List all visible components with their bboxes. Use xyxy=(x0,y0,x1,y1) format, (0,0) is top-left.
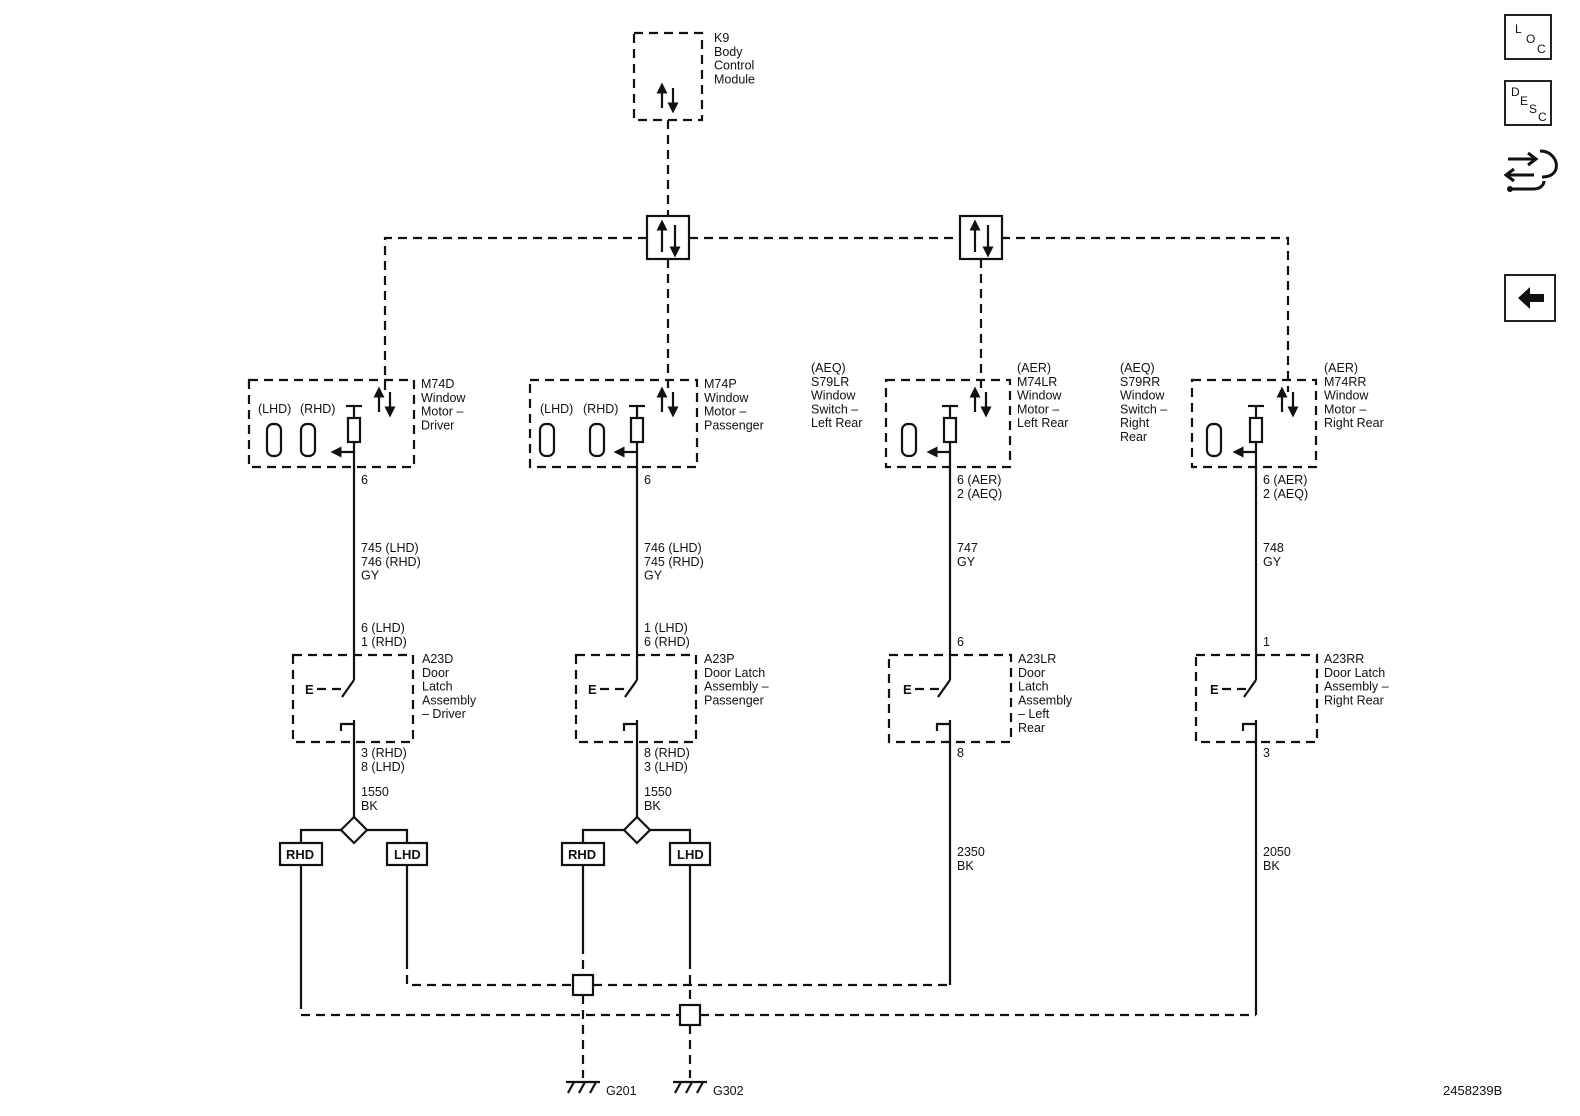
pin-label: 1 (LHD)6 (RHD) xyxy=(644,621,690,649)
pin-label: 6 (LHD)1 (RHD) xyxy=(361,621,407,649)
g201-label: G201 xyxy=(606,1084,637,1098)
svg-text:E: E xyxy=(1210,682,1219,697)
lhd-tag: (LHD) xyxy=(540,402,573,416)
rhd-tag: (RHD) xyxy=(300,402,335,416)
bidirectional-arrow-icon xyxy=(656,82,679,114)
option-splice-driver: RHD LHD xyxy=(278,815,429,867)
loc-letter-o: O xyxy=(1526,32,1536,46)
car-icon xyxy=(1205,422,1223,458)
serial-data-splice-1 xyxy=(645,214,691,261)
pin-label: 3 (RHD)8 (LHD) xyxy=(361,746,407,774)
ground-splice-g302 xyxy=(678,1003,702,1027)
option-splice-passenger: RHD LHD xyxy=(560,815,712,867)
lhd-option-box: LHD xyxy=(677,847,704,862)
car-icon xyxy=(299,422,317,458)
lhd-tag: (LHD) xyxy=(258,402,291,416)
back-button[interactable] xyxy=(1504,274,1556,322)
ground-splice-g201 xyxy=(571,973,595,997)
connector-view-icon[interactable] xyxy=(1503,145,1560,200)
serial-data-splice-2 xyxy=(958,214,1004,261)
pin-label: 6 (AER)2 (AEQ) xyxy=(957,473,1002,501)
desc-letter-e: E xyxy=(1520,94,1529,108)
ground-symbol-icon: G302 xyxy=(673,1080,744,1098)
loc-letter-c: C xyxy=(1537,42,1546,56)
pin-label: 6 xyxy=(361,473,368,487)
pin-label: 6 xyxy=(957,635,964,649)
back-arrow-icon xyxy=(1518,287,1544,309)
desc-letter-c: C xyxy=(1538,110,1547,124)
svg-text:E: E xyxy=(903,682,912,697)
svg-text:E: E xyxy=(588,682,597,697)
loc-letter-l: L xyxy=(1515,22,1522,36)
rhd-option-box: RHD xyxy=(568,847,596,862)
pin-label: 8 xyxy=(957,746,964,760)
lhd-option-box: LHD xyxy=(394,847,421,862)
rhd-tag: (RHD) xyxy=(583,402,618,416)
desc-letter-d: D xyxy=(1511,85,1520,99)
pin-label: 6 xyxy=(644,473,651,487)
pin-label: 3 xyxy=(1263,746,1270,760)
figure-id: 2458239B xyxy=(1443,1083,1503,1098)
wire-label: 746 (LHD)745 (RHD)GY xyxy=(644,541,704,583)
car-icon xyxy=(588,422,606,458)
wire-label: 745 (LHD)746 (RHD)GY xyxy=(361,541,421,583)
location-button[interactable]: L O C xyxy=(1504,14,1552,60)
car-icon xyxy=(265,422,283,458)
pin-label: 1 xyxy=(1263,635,1270,649)
svg-text:E: E xyxy=(305,682,314,697)
description-button[interactable]: D E S C xyxy=(1504,80,1552,126)
pin-label: 8 (RHD)3 (LHD) xyxy=(644,746,690,774)
data-bus-top xyxy=(383,236,647,392)
pin-label: 6 (AER)2 (AEQ) xyxy=(1263,473,1308,501)
ground-symbol-icon: G201 xyxy=(566,1080,637,1098)
desc-letter-s: S xyxy=(1529,102,1538,116)
g302-label: G302 xyxy=(713,1084,744,1098)
rhd-option-box: RHD xyxy=(286,847,314,862)
car-icon xyxy=(900,422,918,458)
car-icon xyxy=(538,422,556,458)
